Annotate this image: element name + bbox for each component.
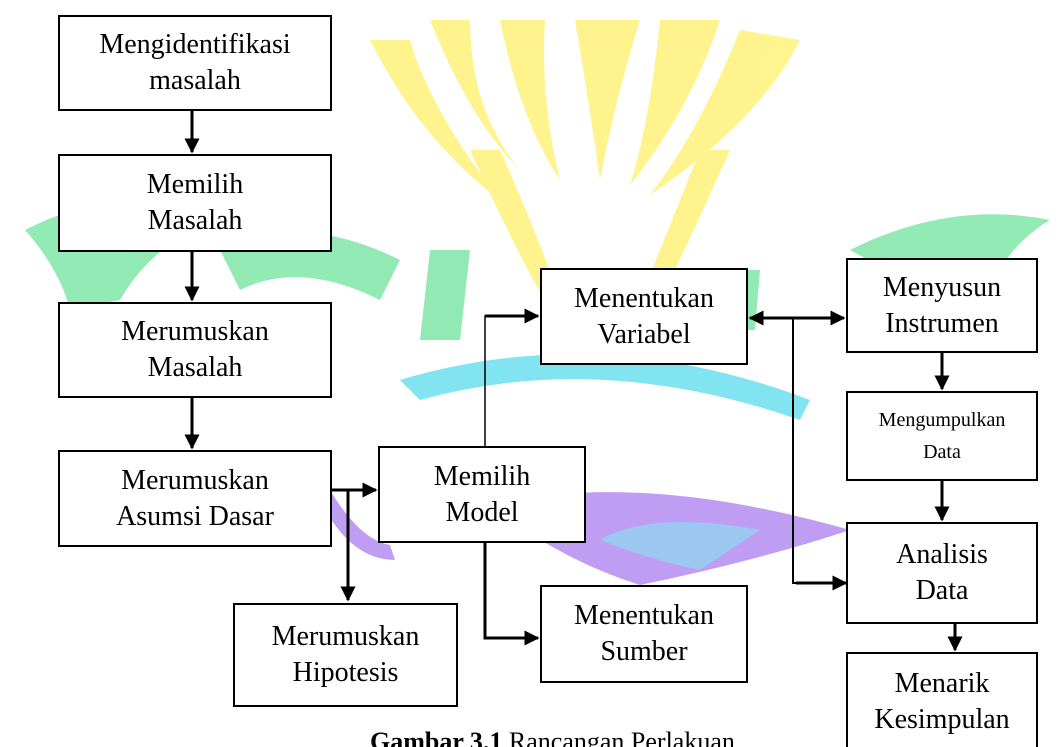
node-label-line2: masalah xyxy=(149,63,241,99)
node-label-line1: Memilih xyxy=(147,167,243,203)
node-menyusun-instrumen: Menyusun Instrumen xyxy=(846,258,1038,353)
node-label-line2: Hipotesis xyxy=(293,655,399,691)
node-label-line2: Data xyxy=(923,436,961,468)
node-label-line2: Variabel xyxy=(597,317,690,353)
node-label-line1: Menentukan xyxy=(574,598,714,634)
node-menarik-kesimpulan: Menarik Kesimpulan xyxy=(846,652,1038,747)
node-label-line2: Asumsi Dasar xyxy=(116,499,274,535)
node-memilih-masalah: Memilih Masalah xyxy=(58,154,332,252)
node-label-line1: Menarik xyxy=(895,666,990,702)
node-mengumpulkan-data: Mengumpulkan Data xyxy=(846,391,1038,481)
node-label-line1: Menyusun xyxy=(883,270,1001,306)
node-menentukan-sumber: Menentukan Sumber xyxy=(540,585,748,683)
node-label-line1: Menentukan xyxy=(574,281,714,317)
node-label-line1: Mengumpulkan xyxy=(879,404,1006,436)
node-merumuskan-masalah: Merumuskan Masalah xyxy=(58,302,332,398)
node-label-line2: Instrumen xyxy=(885,306,999,342)
node-label-line2: Model xyxy=(445,495,518,531)
node-label-line1: Memilih xyxy=(434,459,530,495)
figure-caption: Gambar 3.1 Rancangan Perlakuan xyxy=(370,727,735,747)
arrow-model-to-variabel xyxy=(485,316,538,446)
node-label-line1: Merumuskan xyxy=(121,463,269,499)
node-label-line2: Sumber xyxy=(600,634,687,670)
node-label-line1: Analisis xyxy=(896,537,988,573)
figure-caption-label: Gambar 3.1 xyxy=(370,727,502,747)
node-mengidentifikasi-masalah: Mengidentifikasi masalah xyxy=(58,15,332,111)
node-label-line2: Masalah xyxy=(148,203,243,239)
figure-caption-text: Rancangan Perlakuan xyxy=(502,727,734,747)
node-label-line2: Kesimpulan xyxy=(874,702,1009,738)
node-label-line1: Mengidentifikasi xyxy=(99,27,290,63)
arrow-model-to-sumber xyxy=(485,541,538,638)
node-analisis-data: Analisis Data xyxy=(846,522,1038,624)
node-label-line2: Masalah xyxy=(148,350,243,386)
node-merumuskan-asumsi-dasar: Merumuskan Asumsi Dasar xyxy=(58,450,332,547)
node-memilih-model: Memilih Model xyxy=(378,446,586,543)
node-menentukan-variabel: Menentukan Variabel xyxy=(540,268,748,365)
node-label-line1: Merumuskan xyxy=(272,619,420,655)
node-label-line2: Data xyxy=(916,573,969,609)
arrow-analisis-feedback xyxy=(793,318,846,583)
node-label-line1: Merumuskan xyxy=(121,314,269,350)
node-merumuskan-hipotesis: Merumuskan Hipotesis xyxy=(233,603,458,707)
